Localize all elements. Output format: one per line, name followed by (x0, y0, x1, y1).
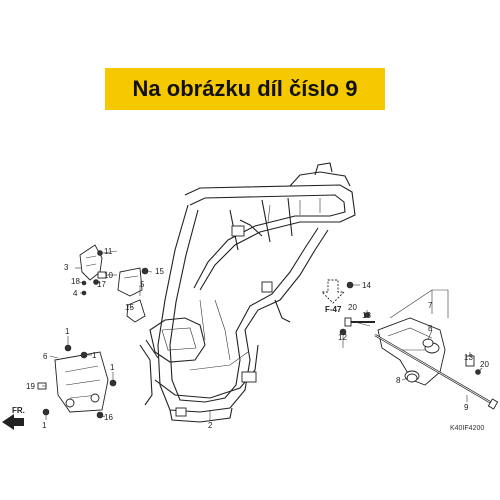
bolt-1a (64, 344, 72, 352)
front-direction-arrow (2, 414, 24, 430)
reference-f47: F-47 (325, 305, 342, 314)
direction-label: FR. (12, 406, 25, 415)
callout-1c: 1 (110, 363, 115, 372)
callout-19: 19 (26, 382, 35, 391)
callout-13b: 13 (464, 353, 473, 362)
callout-7: 7 (428, 301, 433, 310)
main-frame (139, 162, 356, 423)
callout-5: 5 (140, 280, 145, 289)
hanger-bracket-6 (54, 351, 109, 413)
callout-17: 17 (97, 280, 106, 289)
callout-1b: 1 (92, 351, 97, 360)
bolt-1d (42, 408, 50, 416)
bushing-8b (406, 373, 418, 383)
callout-20a: 20 (348, 303, 357, 312)
callout-8b: 8 (396, 376, 401, 385)
callout-1d: 1 (42, 421, 47, 430)
callout-6: 6 (43, 352, 48, 361)
bolt-1c (109, 379, 117, 387)
callout-8a: 8 (428, 324, 433, 333)
callout-4: 4 (73, 289, 78, 298)
callout-20b: 20 (480, 360, 489, 369)
bolt-13a (344, 317, 375, 327)
callout-2: 2 (208, 421, 213, 430)
callout-13a: 13 (362, 311, 371, 320)
callout-10: 10 (104, 271, 113, 280)
callout-3: 3 (64, 263, 69, 272)
long-bolt-9 (374, 334, 499, 410)
part-number-banner: Na obrázku díl číslo 9 (105, 68, 385, 110)
callout-12: 12 (338, 333, 347, 342)
bolt-11 (97, 250, 103, 256)
callout-16: 16 (104, 413, 113, 422)
banner-text: Na obrázku díl číslo 9 (132, 76, 358, 101)
bushing-8a (422, 338, 434, 348)
clip-15 (126, 299, 146, 323)
callout-15a: 15 (155, 267, 164, 276)
leader-lines (42, 250, 483, 420)
callout-18: 18 (71, 277, 80, 286)
drawing-code: K40IF4200 (450, 425, 484, 432)
washer-12 (339, 328, 347, 336)
cover-5 (117, 267, 143, 297)
callout-11: 11 (104, 247, 113, 256)
callout-14: 14 (362, 281, 371, 290)
callout-9: 9 (464, 403, 469, 412)
callout-labels: 11 3 10 15 18 17 4 5 15 1 6 1 1 19 16 1 … (12, 247, 489, 432)
callout-1a: 1 (65, 327, 70, 336)
reference-arrow-f47 (320, 279, 346, 304)
callout-15b: 15 (125, 303, 134, 312)
